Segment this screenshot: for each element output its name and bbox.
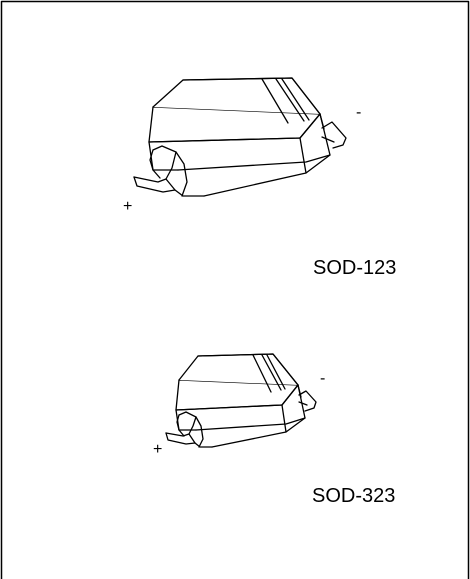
sod-123-anode-label: + — [123, 198, 133, 215]
sod-323-name: SOD-323 — [312, 485, 396, 507]
sod-323-cathode-lead — [298, 390, 317, 412]
sod-123-name: SOD-123 — [313, 257, 397, 279]
sod-123-cathode-label: - — [356, 104, 362, 121]
sod-323-package — [165, 353, 317, 448]
sod-323-cathode-band — [252, 354, 272, 393]
sod-123-package — [133, 77, 347, 197]
sod-323-anode-lead — [178, 411, 204, 448]
sod-123-anode-lead — [152, 145, 188, 197]
sod-123-cathode-lead — [321, 121, 347, 149]
sod-123-cathode-band — [261, 78, 289, 124]
sod-323-anode-label: + — [153, 441, 163, 458]
sod-323-cathode-label: - — [320, 370, 326, 387]
